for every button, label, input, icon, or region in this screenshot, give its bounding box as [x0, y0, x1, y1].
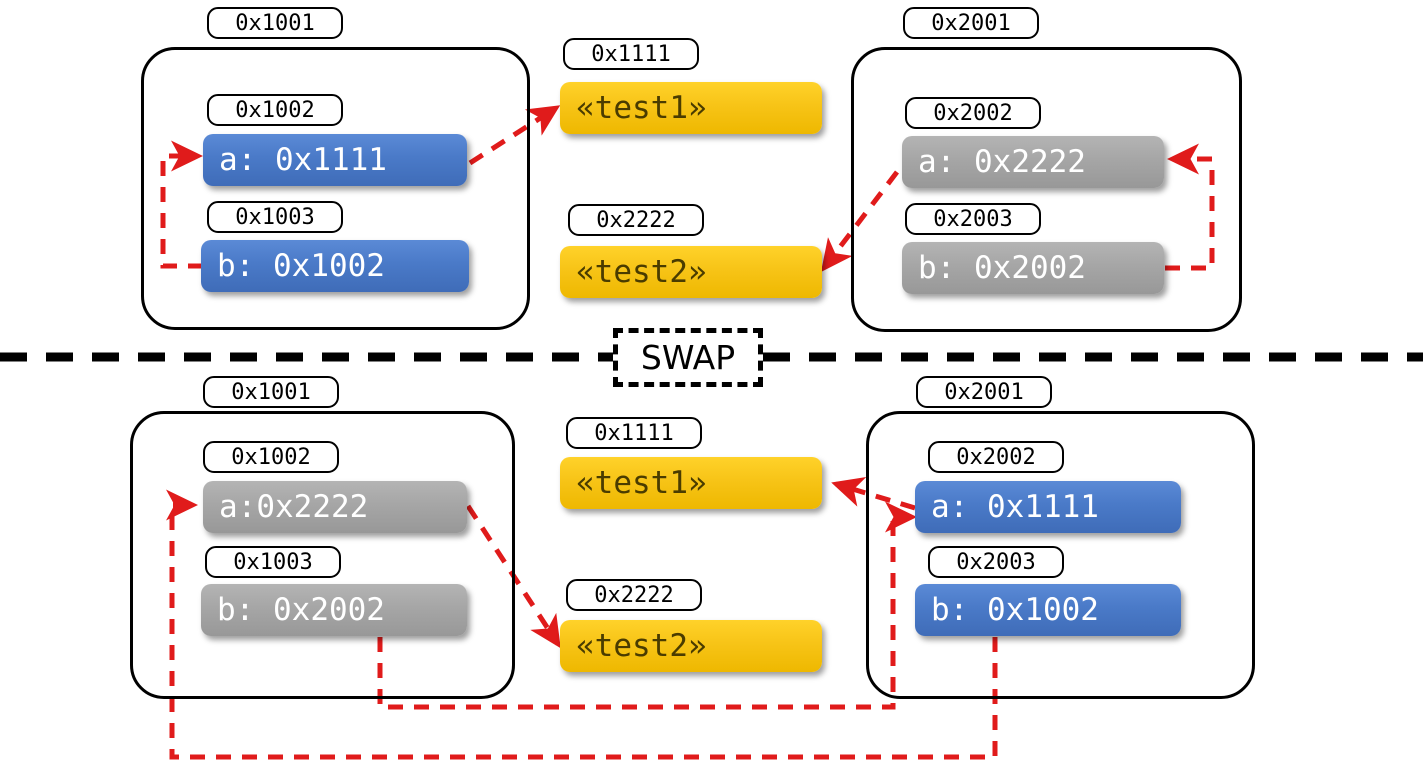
after-middle-slot0-cell: «test1»: [560, 457, 822, 509]
before-left-slot1-cell: b: 0x1002: [201, 240, 469, 292]
after-left-frame: [130, 411, 515, 699]
after-right-slot1-address: 0x2003: [928, 546, 1064, 578]
before-right-slot1-address: 0x2003: [905, 203, 1041, 235]
after-left-frame-address: 0x1001: [203, 376, 339, 408]
before-left-frame-address: 0x1001: [207, 7, 343, 39]
before-left-slot1-address: 0x1003: [207, 201, 343, 233]
after-right-slot1-cell: b: 0x1002: [915, 584, 1181, 636]
after-right-frame: [866, 411, 1255, 699]
after-middle-slot1-address: 0x2222: [566, 579, 702, 611]
before-right-frame: [851, 47, 1242, 332]
before-right-frame-address: 0x2001: [903, 7, 1039, 39]
after-right-slot0-cell: a: 0x1111: [915, 481, 1181, 533]
after-left-slot1-cell: b: 0x2002: [201, 584, 467, 636]
after-left-slot0-address: 0x1002: [203, 441, 339, 473]
before-left-slot0-address: 0x1002: [207, 94, 343, 126]
before-middle-slot1-address: 0x2222: [568, 204, 704, 236]
before-left-frame: [141, 47, 530, 330]
before-middle-slot0-cell: «test1»: [560, 82, 822, 134]
before-middle-slot1-cell: «test2»: [560, 246, 822, 298]
before-left-slot0-cell: a: 0x1111: [203, 134, 467, 186]
after-middle-slot0-address: 0x1111: [566, 417, 702, 449]
before-right-slot0-cell: a: 0x2222: [902, 136, 1164, 188]
after-right-slot0-address: 0x2002: [928, 441, 1064, 473]
before-right-slot1-cell: b: 0x2002: [902, 242, 1164, 294]
after-right-frame-address: 0x2001: [916, 376, 1052, 408]
after-left-slot1-address: 0x1003: [205, 546, 341, 578]
before-right-slot0-address: 0x2002: [905, 97, 1041, 129]
before-middle-slot0-address: 0x1111: [563, 38, 699, 70]
after-left-slot0-cell: a:0x2222: [203, 481, 467, 533]
after-middle-slot1-cell: «test2»: [560, 620, 822, 672]
swap-badge: SWAP: [613, 328, 763, 387]
